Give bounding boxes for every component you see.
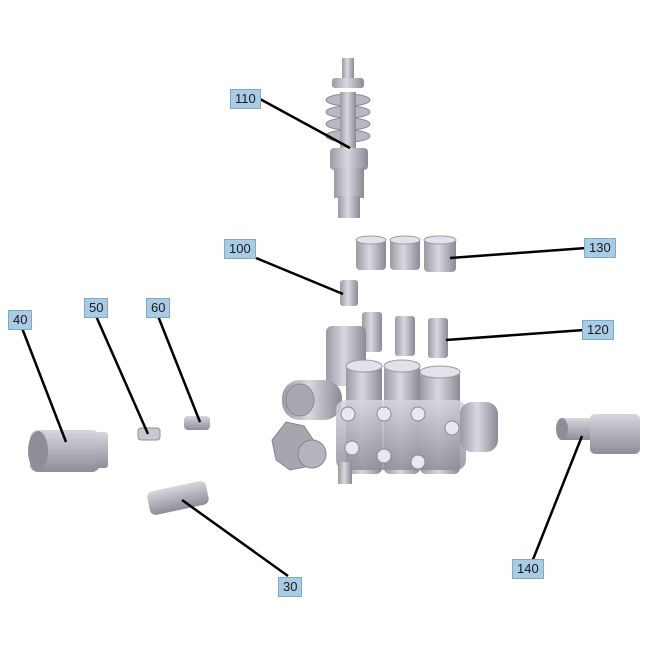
leader-lines bbox=[20, 97, 587, 578]
callout-30: 30 bbox=[278, 577, 303, 597]
leader-60 bbox=[156, 315, 202, 423]
part-50-spring bbox=[137, 427, 161, 441]
leader-130 bbox=[449, 246, 587, 260]
part-140-fitting bbox=[556, 414, 640, 454]
part-130-valve-sleeves bbox=[355, 235, 457, 272]
leader-110 bbox=[259, 97, 351, 150]
callout-120: 120 bbox=[582, 320, 614, 340]
pump-head-manifold bbox=[271, 326, 498, 484]
leader-120 bbox=[445, 328, 585, 342]
part-30-fitting bbox=[147, 481, 209, 515]
callout-50: 50 bbox=[84, 298, 109, 318]
part-60-ball-seat bbox=[184, 416, 210, 430]
leader-140 bbox=[530, 435, 584, 563]
callout-110: 110 bbox=[230, 89, 261, 109]
part-40-fitting bbox=[28, 430, 108, 472]
callout-100: 100 bbox=[224, 239, 256, 259]
leader-30 bbox=[181, 498, 289, 578]
part-110-unloader-spring bbox=[325, 58, 371, 218]
callout-140: 140 bbox=[512, 559, 544, 579]
callout-40: 40 bbox=[8, 310, 33, 330]
part-100-valve bbox=[340, 280, 358, 306]
leader-100 bbox=[255, 256, 344, 296]
leader-50 bbox=[94, 315, 150, 435]
part-120-check-valves bbox=[362, 312, 448, 358]
leader-40 bbox=[20, 327, 68, 443]
callout-60: 60 bbox=[146, 298, 171, 318]
callout-130: 130 bbox=[584, 238, 616, 258]
